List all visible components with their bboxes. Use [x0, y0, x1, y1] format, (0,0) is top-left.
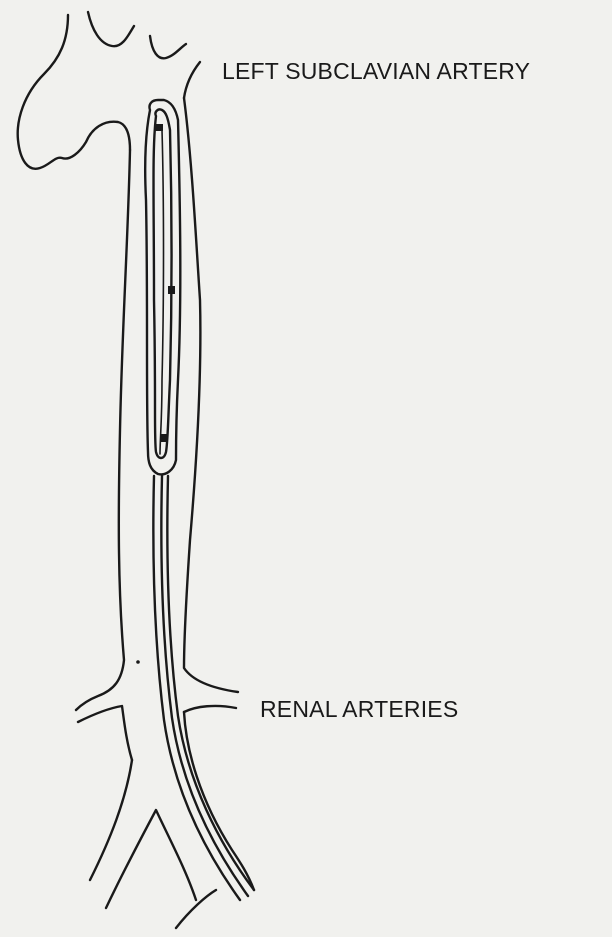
right-iliac-inner: [176, 890, 216, 928]
renal-arteries-label: RENAL ARTERIES: [260, 696, 458, 723]
aorta-left-wall: [76, 150, 130, 710]
iliac-crotch: [106, 810, 196, 908]
marker-bottom: [160, 434, 168, 442]
left-renal-artery: [78, 706, 132, 760]
left-iliac-outer: [90, 760, 132, 880]
left-subclavian-artery-label: LEFT SUBCLAVIAN ARTERY: [222, 58, 530, 85]
brachiocephalic-branch: [88, 12, 134, 46]
speck: [136, 660, 140, 664]
balloon-core: [160, 130, 164, 454]
right-renal-artery: [184, 706, 236, 712]
carotid-branch: [150, 36, 186, 58]
marker-middle: [168, 286, 175, 294]
subclavian-outer: [184, 62, 200, 98]
marker-top: [155, 124, 163, 131]
catheter-line-3: [167, 476, 254, 890]
aortic-arch-outline: [18, 15, 130, 169]
aorta-right-wall: [184, 98, 238, 692]
